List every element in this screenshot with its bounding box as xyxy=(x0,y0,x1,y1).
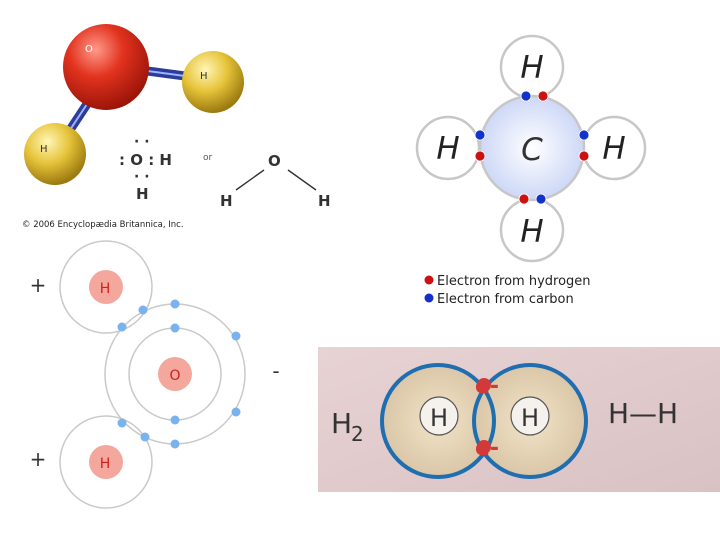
copyright-text: © 2006 Encyclopædia Britannica, Inc. xyxy=(22,220,184,230)
electron xyxy=(117,418,127,428)
lewis-dots-bottom: · · xyxy=(134,169,150,185)
h-right-label: H xyxy=(602,131,625,167)
h-bottom-label: H xyxy=(100,456,111,472)
charge-plus-top: + xyxy=(30,273,47,297)
electron-hydrogen xyxy=(578,150,590,162)
structural-h-left: H xyxy=(220,192,233,210)
h-top-label: H xyxy=(100,281,111,297)
electron xyxy=(138,305,148,315)
h-top-label: H xyxy=(520,50,543,86)
lewis-h-bottom: H xyxy=(136,185,149,203)
water-bohr-diagram: H O H + + - xyxy=(30,240,280,509)
hydrogen-atom-right xyxy=(182,51,244,113)
methane-diagram: H H C H H Electron from hydrogen Electro… xyxy=(415,34,647,307)
h2-formula-sub: 2 xyxy=(351,422,364,446)
h-shell-top xyxy=(59,240,153,334)
or-text: or xyxy=(203,153,213,163)
electron xyxy=(231,331,241,341)
charge-plus-bottom: + xyxy=(30,447,47,471)
water-3d-diagram: O H H · · : O : H · · H or O H H © 2006 … xyxy=(22,24,331,230)
electron xyxy=(117,322,127,332)
structural-o: O xyxy=(268,152,281,170)
h-bottom-label: H xyxy=(520,214,543,250)
electron xyxy=(170,439,180,449)
h2-formula-main: H xyxy=(331,407,352,440)
o-label: O xyxy=(169,368,180,384)
electron-carbon xyxy=(474,129,486,141)
h2-ring-left xyxy=(380,363,496,479)
legend-label-hydrogen: Electron from hydrogen xyxy=(437,274,591,289)
oxygen-atom xyxy=(63,24,149,110)
h-nucleus-left xyxy=(419,396,459,436)
shared-electron-top xyxy=(477,378,491,392)
lewis-row: : O : H xyxy=(119,151,172,169)
structural-h-right: H xyxy=(318,192,331,210)
h-left-label: H xyxy=(436,131,459,167)
charge-minus: - xyxy=(272,359,279,383)
h2-ring-right xyxy=(472,363,588,479)
hydrogen-left-label: H xyxy=(40,144,48,155)
h-nucleus-top xyxy=(89,270,123,304)
structural-bond-left xyxy=(235,169,265,191)
h-shell-bottom xyxy=(59,415,153,509)
electron-top-label: e- xyxy=(475,374,499,399)
electron-carbon xyxy=(578,129,590,141)
o-nucleus xyxy=(158,357,192,391)
legend-label-carbon: Electron from carbon xyxy=(437,292,574,307)
atom-right-label: H xyxy=(521,404,539,432)
water-bohr-panel: H O H + + - xyxy=(0,240,310,540)
electron xyxy=(170,415,180,425)
electron-carbon xyxy=(520,90,532,102)
electron xyxy=(231,407,241,417)
electron-bottom-label: e- xyxy=(475,436,499,461)
electron-carbon xyxy=(535,193,547,205)
legend-dot-hydrogen xyxy=(424,275,434,285)
atom-left-label: H xyxy=(430,404,448,432)
c-label: C xyxy=(521,132,543,168)
h2-structural: H—H xyxy=(608,397,678,430)
electron-hydrogen xyxy=(518,193,530,205)
legend-dot-carbon xyxy=(424,293,434,303)
shared-electron-bottom xyxy=(477,440,491,454)
c-shell xyxy=(478,94,586,202)
electron-hydrogen xyxy=(474,150,486,162)
methane-panel: H H C H H Electron from hydrogen Electro… xyxy=(400,20,670,320)
h-nucleus-bottom xyxy=(89,445,123,479)
hydrogen-atom-left xyxy=(24,123,86,185)
h-nucleus-right xyxy=(510,396,550,436)
water-3d-panel: O H H · · : O : H · · H or O H H © 2006 … xyxy=(0,0,350,240)
structural-bond-right xyxy=(287,169,317,191)
electron xyxy=(170,323,180,333)
hydrogen-molecule-panel: H H e- e- H 2 H—H xyxy=(318,347,720,492)
electrons-group xyxy=(117,299,241,449)
electron xyxy=(170,299,180,309)
electron-hydrogen xyxy=(537,90,549,102)
oxygen-label: O xyxy=(85,44,93,55)
lewis-dots-top: · · xyxy=(134,134,150,150)
hydrogen-right-label: H xyxy=(200,71,208,82)
hydrogen-molecule-diagram: H H e- e- H 2 H—H xyxy=(318,347,720,492)
electron xyxy=(140,432,150,442)
